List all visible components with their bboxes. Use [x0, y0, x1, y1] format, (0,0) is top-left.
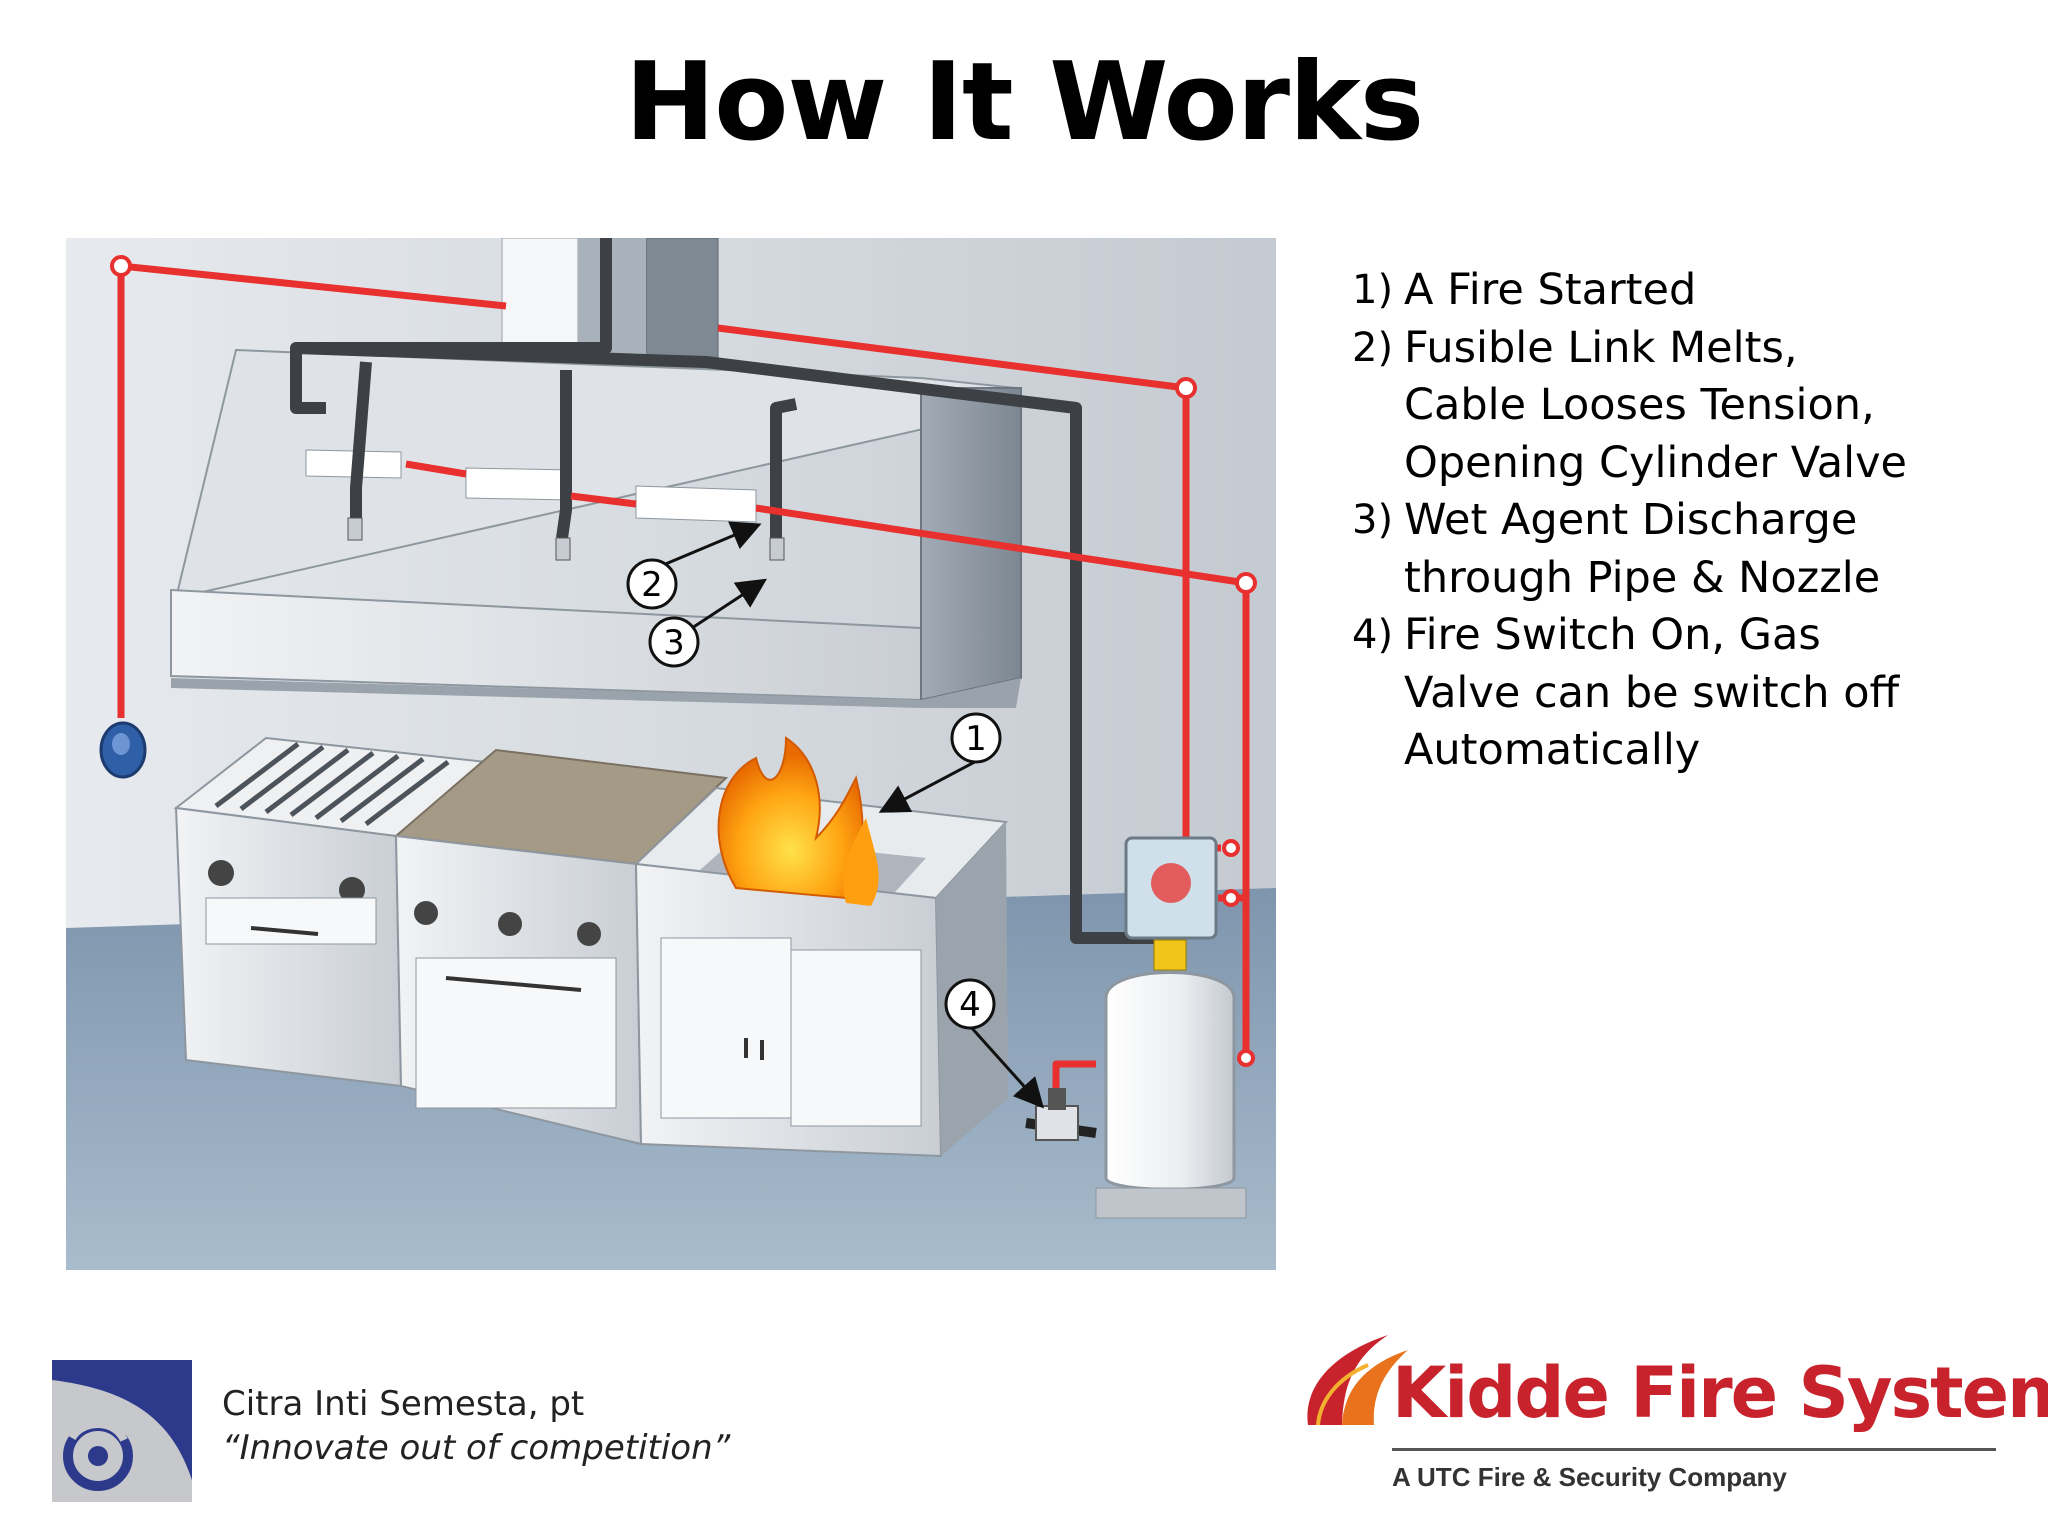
step-text: Wet Agent Discharge through Pipe & Nozzle [1404, 492, 2032, 607]
step-text: A Fire Started [1404, 262, 2032, 320]
pulley-elbows [110, 255, 1257, 1067]
step-line: Wet Agent Discharge [1404, 495, 1858, 545]
step-number: 3) [1352, 497, 1394, 543]
brand-divider [1392, 1448, 1996, 1451]
step-line: through Pipe & Nozzle [1404, 552, 1881, 603]
pull-station-icon [99, 721, 147, 779]
callout-4: 4 [944, 978, 1045, 1109]
company-name: Citra Inti Semesta, pt [222, 1384, 585, 1424]
step-number: 1) [1352, 267, 1394, 313]
step-line: Automatically [1404, 725, 1701, 775]
callout-4-label: 4 [959, 985, 981, 1025]
kitchen-suppression-diagram: 1 2 3 4 [66, 238, 1276, 1270]
agent-cylinder [1095, 836, 1247, 1219]
exhaust-hood [170, 348, 1022, 708]
callout-1-label: 1 [965, 719, 987, 759]
callout-1: 1 [878, 712, 1002, 813]
company-slogan: “Innovate out of competition” [222, 1428, 731, 1468]
nozzles [347, 517, 785, 561]
gas-valve [1025, 1088, 1097, 1141]
step-line: Valve can be switch off [1404, 667, 1900, 718]
step-item: 3)Wet Agent Discharge through Pipe & Nozz… [1352, 492, 2032, 607]
step-item: 2)Fusible Link Melts, Cable Looses Tensio… [1352, 320, 2032, 493]
callout-2-label: 2 [641, 565, 663, 605]
callout-3-label: 3 [663, 623, 685, 663]
flame-logo-icon [1307, 1335, 1408, 1426]
step-line: Fusible Link Melts, [1404, 322, 1798, 373]
step-line: Fire Switch On, Gas [1404, 610, 1821, 660]
step-text: Fusible Link Melts, Cable Looses Tension,… [1404, 320, 2032, 493]
brand-name: Kidde Fire Systems [1392, 1352, 2048, 1434]
brand-tagline: A UTC Fire & Security Company [1392, 1462, 1787, 1492]
step-line: Cable Looses Tension, [1404, 380, 1875, 430]
callout-3: 3 [648, 578, 768, 668]
swirl-logo-icon [52, 1360, 192, 1502]
step-line: Opening Cylinder Valve [1404, 437, 1908, 488]
step-number: 2) [1352, 324, 1394, 371]
fire-icon [717, 736, 879, 906]
step-item: 1)A Fire Started [1352, 262, 2032, 320]
step-line: A Fire Started [1404, 265, 1697, 315]
agent-pipe-network [290, 238, 1156, 944]
callout-2: 2 [626, 521, 762, 610]
page-title: How It Works [624, 40, 1424, 165]
step-number: 4) [1352, 612, 1394, 658]
